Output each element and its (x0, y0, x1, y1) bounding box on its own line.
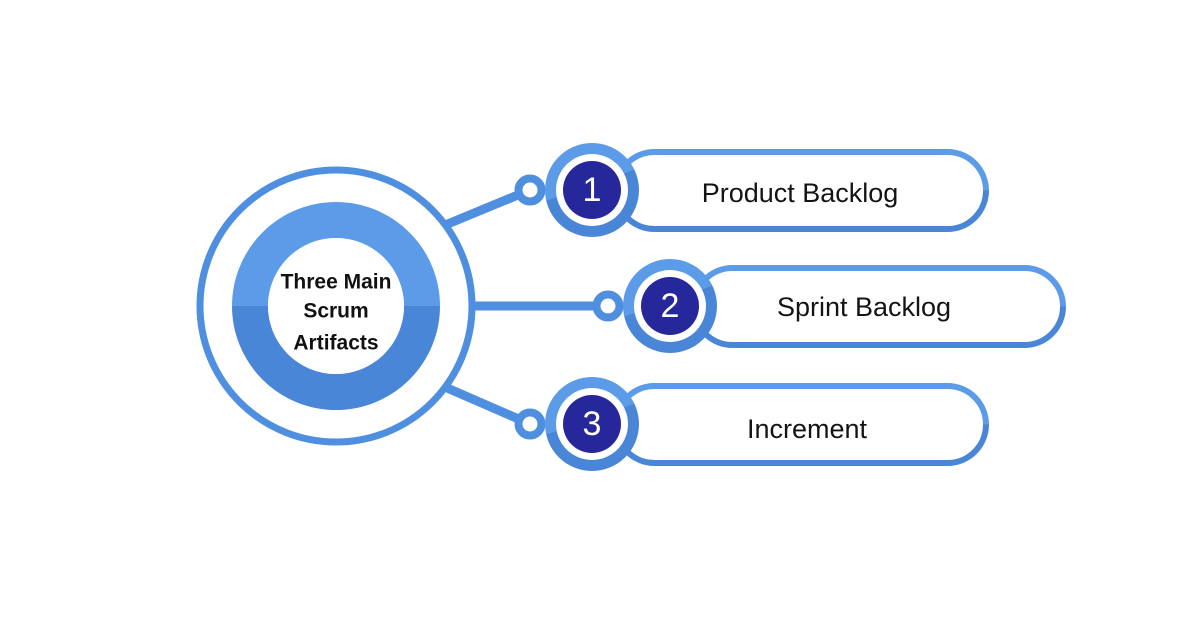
pill-label-1: Product Backlog (702, 178, 899, 208)
pill-label-2: Sprint Backlog (777, 292, 951, 322)
badge-group-3[interactable]: 3 (545, 377, 639, 471)
connector-line-1 (433, 185, 535, 233)
hub-title-line-2: Scrum (303, 300, 368, 323)
badge-group-1[interactable]: 1 (545, 143, 639, 237)
hub-title-line-1: Three Main (281, 271, 392, 294)
pill-label-3: Increment (747, 414, 868, 444)
badge-number-3: 3 (583, 405, 602, 443)
hub-group[interactable]: Three Main Scrum Artifacts (196, 166, 476, 446)
badge-number-1: 1 (583, 171, 602, 209)
pill-group (613, 149, 1066, 466)
hub-title-line-3: Artifacts (293, 332, 378, 355)
hub-core (268, 238, 404, 374)
connector-dot-group (514, 174, 624, 440)
connector-line-3 (433, 379, 535, 429)
badge-fill-2 (641, 277, 699, 335)
hub-donut-ring (232, 202, 440, 410)
badge-fill-3 (563, 395, 621, 453)
connector-dot-3 (514, 408, 546, 440)
badge-number-2: 2 (661, 287, 680, 325)
badge-fill-1 (563, 161, 621, 219)
badge-group-2[interactable]: 2 (623, 259, 717, 353)
connector-dot-2 (592, 290, 624, 322)
connector-dot-1 (514, 174, 546, 206)
connector-group (433, 185, 617, 429)
